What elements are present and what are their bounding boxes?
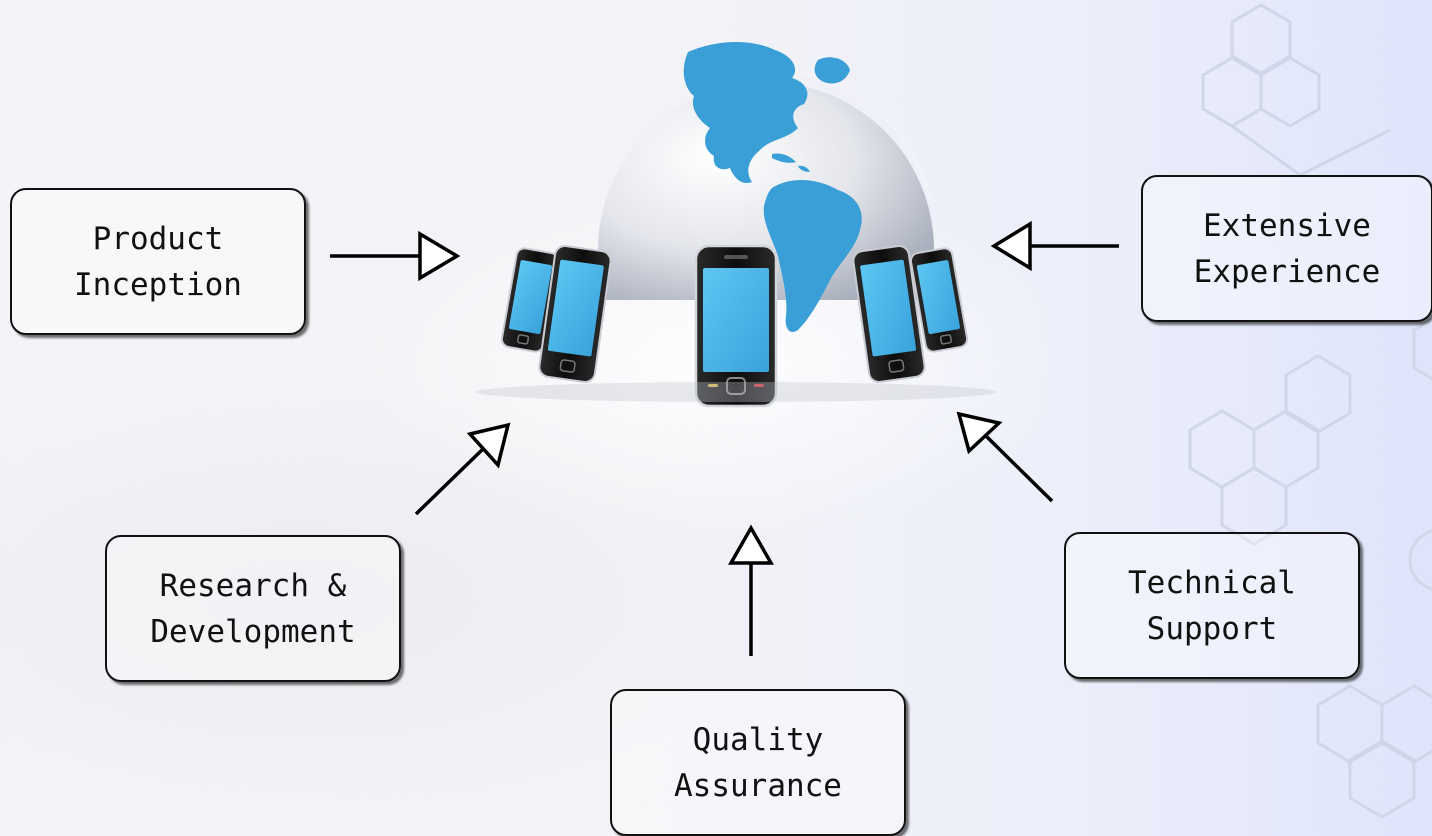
arrow-product-inception [330,230,461,282]
phone-far-left-icon [500,247,560,353]
node-extensive-experience: Extensive Experience [1141,175,1432,322]
hexagon-pattern [1188,3,1432,819]
node-technical-support: Technical Support [1064,532,1360,679]
node-label: Quality Assurance [674,721,842,804]
node-label: Research & Development [150,567,356,650]
arrow-extensive-experience [990,220,1119,272]
node-label: Product Inception [74,220,242,303]
phone-center-icon [694,244,778,408]
phone-far-right-icon [909,247,969,353]
node-quality-assurance: Quality Assurance [610,689,906,836]
south-america-shape [763,179,862,333]
globe-icon [598,41,934,333]
arrow-quality-assurance [727,524,775,656]
phone-left-icon [538,245,612,383]
node-product-inception: Product Inception [10,188,306,335]
arrow-technical-support [956,411,1054,503]
phone-shadow [476,382,996,402]
node-label: Technical Support [1128,564,1296,647]
phone-right-icon [852,245,926,383]
north-america-shape [683,41,808,184]
node-label: Extensive Experience [1193,207,1381,290]
arrow-research-development [414,422,511,516]
node-research-development: Research & Development [105,535,401,682]
